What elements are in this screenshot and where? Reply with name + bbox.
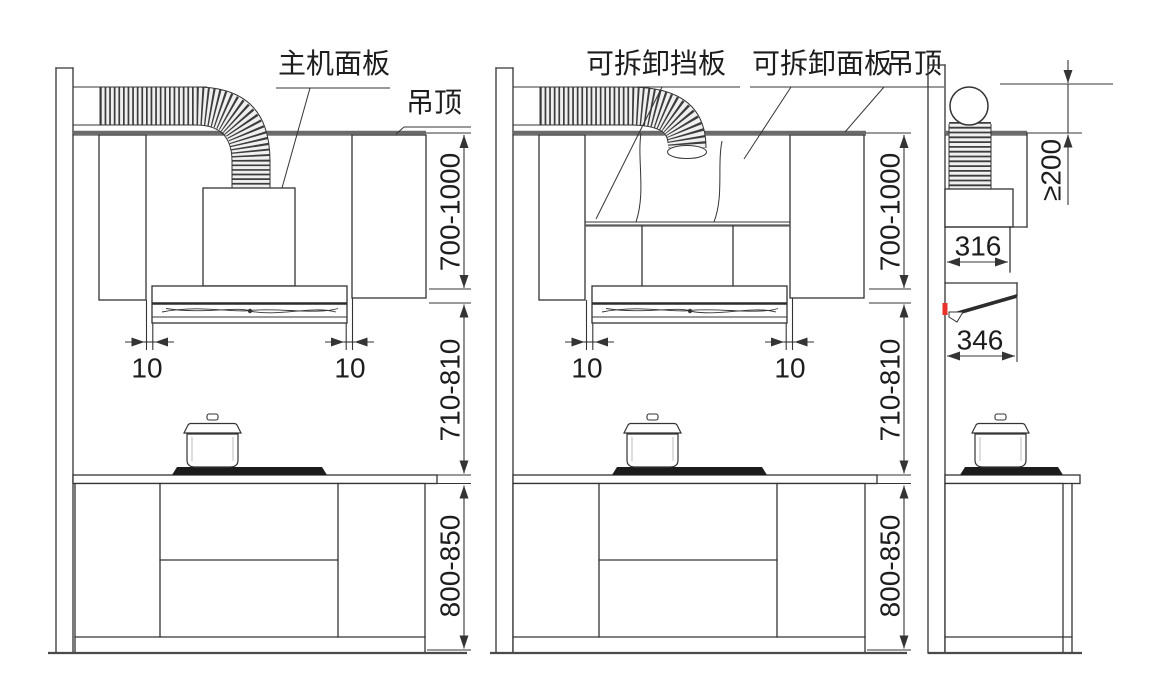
hood-body — [150, 284, 349, 325]
upper-cabinet-right — [789, 134, 865, 299]
break-line — [635, 132, 642, 223]
ceiling-label: 吊顶 — [886, 48, 942, 79]
callout-main-panel: 主机面板 — [276, 48, 390, 189]
break-line — [713, 140, 723, 223]
hood-side-housing — [944, 132, 1028, 273]
removable-baffle-label: 可拆卸挡板 — [586, 48, 726, 79]
countertop — [944, 474, 1081, 485]
callout-removable-panel: 可拆卸面板 — [743, 48, 906, 160]
callout-ceiling: 吊顶 — [395, 87, 471, 135]
side-view: 316 346 ≥200 — [927, 60, 1113, 655]
pot-icon — [183, 413, 242, 468]
oil-cup — [948, 311, 964, 323]
pot-icon — [623, 413, 682, 468]
cooktop — [612, 467, 767, 475]
vertical-duct — [948, 122, 992, 189]
base-cabinet — [74, 482, 426, 654]
height-dimension-column — [426, 133, 471, 650]
height-dimension-column — [866, 133, 911, 650]
hood-body-depth-dim: 346 — [957, 325, 1004, 356]
hood-top-depth-dim: 316 — [955, 231, 1002, 262]
ceiling-label: 吊顶 — [406, 87, 462, 118]
pot-icon — [971, 413, 1030, 468]
callout-ceiling: 吊顶 — [844, 48, 944, 133]
hood-body — [590, 284, 789, 325]
callout-removable-baffle: 可拆卸挡板 — [584, 48, 740, 220]
top-clearance-dim: ≥200 — [1036, 139, 1067, 201]
front-view-installed: 主机面板 吊顶 — [48, 48, 471, 655]
chimney-panel — [202, 187, 296, 287]
dim-316: 316 — [947, 231, 1008, 267]
duct-outlet-mouth — [667, 145, 707, 159]
flex-duct-concealed — [539, 86, 707, 159]
removable-panel-label: 可拆卸面板 — [752, 48, 892, 79]
upper-cabinet-right — [351, 134, 427, 299]
base-cabinet — [512, 482, 866, 654]
front-view-concealed: 可拆卸挡板 可拆卸面板 吊顶 — [490, 48, 944, 655]
main-panel-label: 主机面板 — [278, 48, 390, 79]
dim-top-clearance: ≥200 — [1000, 60, 1113, 205]
cooktop — [960, 467, 1063, 475]
countertop — [72, 474, 438, 485]
red-accent-mark — [942, 303, 948, 315]
baffle-opening — [585, 132, 790, 287]
cooktop — [172, 467, 327, 475]
countertop — [512, 474, 878, 485]
duct-elbow-circle — [949, 86, 989, 126]
base-cabinet-side — [944, 482, 1073, 654]
upper-cabinet-left — [538, 134, 586, 301]
dim-346: 346 — [947, 298, 1018, 362]
flex-duct — [99, 86, 271, 188]
hood-side-wedge — [942, 282, 1018, 323]
upper-cabinet-left — [98, 134, 147, 301]
